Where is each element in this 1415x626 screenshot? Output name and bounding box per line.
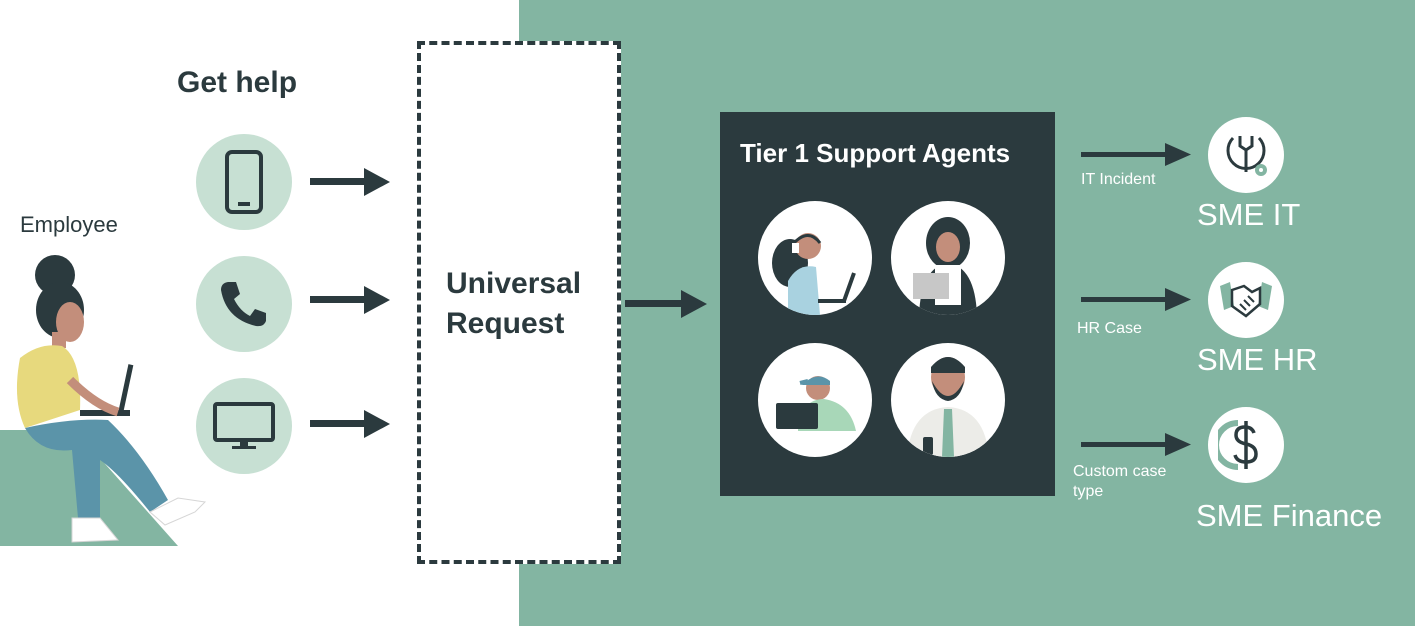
arrow-right-icon (1081, 433, 1191, 456)
universal-request-label: Universal Request (446, 264, 581, 344)
tier1-panel (720, 112, 1055, 496)
universal-request-line1: Universal (446, 267, 582, 300)
handshake-icon (1220, 282, 1272, 318)
route-label-custom: Custom case type (1073, 462, 1166, 502)
universal-request-line2: Request (446, 307, 565, 340)
employee-label: Employee (20, 212, 118, 237)
phone-icon (221, 282, 266, 327)
agent-avatar-headset (758, 201, 872, 315)
sme-finance-circle (1208, 407, 1284, 483)
arrow-right-icon (625, 290, 707, 318)
smartphone-icon (225, 150, 263, 214)
agent-avatar-laptop (891, 201, 1005, 315)
desktop-channel (196, 378, 292, 474)
mobile-channel (196, 134, 292, 230)
agent-laptop-illustration (913, 217, 977, 315)
sme-hr-circle (1208, 262, 1284, 338)
route-label-custom-line2: type (1073, 483, 1104, 500)
arrow-right-icon (310, 286, 390, 314)
arrow-right-icon (310, 410, 390, 438)
sme-it-label: SME IT (1197, 197, 1301, 232)
route-label-it: IT Incident (1081, 171, 1156, 188)
employee-illustration (0, 255, 207, 546)
monitor-icon (213, 402, 275, 449)
sme-hr-label: SME HR (1197, 342, 1318, 377)
sme-finance-label: SME Finance (1196, 498, 1383, 533)
tier1-title: Tier 1 Support Agents (740, 138, 1011, 168)
get-help-title: Get help (177, 66, 298, 99)
arrow-right-icon (1081, 143, 1191, 166)
agent-avatar-cap (758, 343, 872, 457)
route-label-custom-line1: Custom case (1073, 463, 1167, 480)
sme-it-circle (1208, 117, 1284, 193)
agent-cap-illustration (776, 376, 856, 431)
agent-avatar-beard (891, 343, 1005, 457)
agent-beard-illustration (907, 357, 989, 457)
route-label-hr: HR Case (1077, 320, 1142, 337)
arrow-right-icon (1081, 288, 1191, 311)
dollar-icon (1218, 420, 1258, 470)
wrench-gear-icon (1226, 136, 1267, 176)
agent-headset-illustration (772, 233, 856, 315)
universal-request-box (417, 41, 621, 564)
arrow-right-icon (310, 168, 390, 196)
phone-channel (196, 256, 292, 352)
